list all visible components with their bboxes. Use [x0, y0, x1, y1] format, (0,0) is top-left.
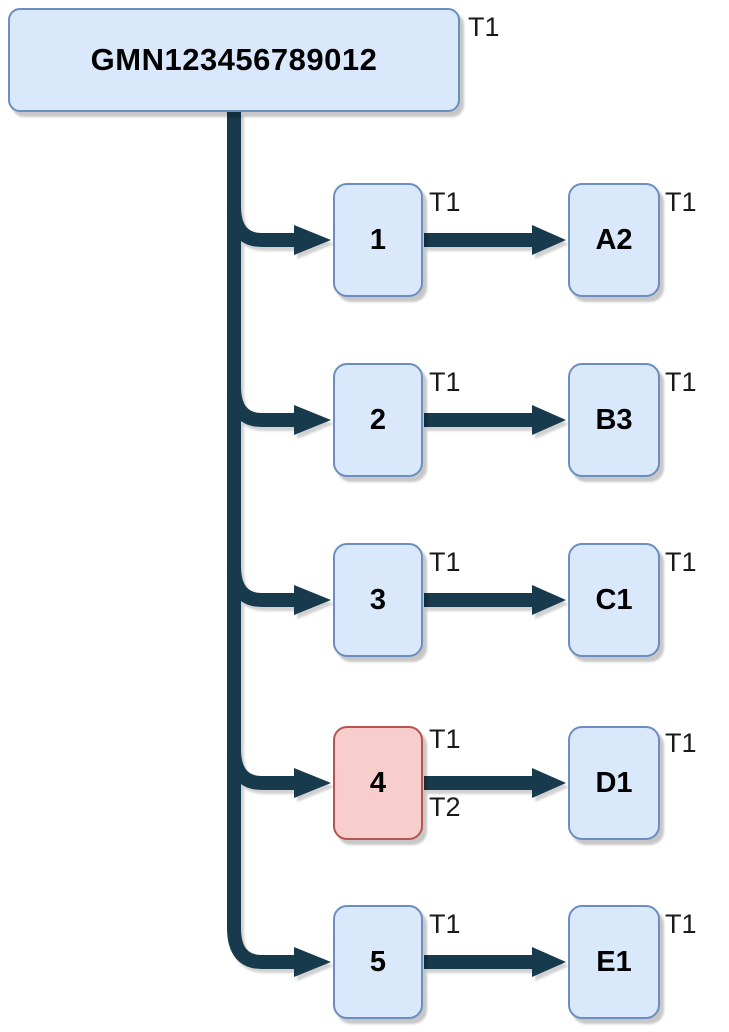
tag-node-4-t2: T2 [429, 792, 461, 822]
arrowhead-row-5-right [532, 947, 566, 977]
node-1[interactable]: 1 [333, 183, 423, 297]
arrowhead-row-1-right [532, 225, 566, 255]
arrowhead-row-2-right [532, 405, 566, 435]
arrowhead-row-4-right [532, 768, 566, 798]
node-3[interactable]: 3 [333, 543, 423, 657]
tag-node-e1: T1 [665, 909, 697, 939]
node-5-label: 5 [369, 945, 387, 978]
arrowhead-row-4-left [294, 768, 331, 798]
root-tag: T1 [468, 12, 500, 42]
node-5[interactable]: 5 [333, 905, 423, 1019]
node-2-label: 2 [369, 403, 387, 436]
node-e1-label: E1 [596, 945, 632, 978]
tag-node-1: T1 [429, 187, 461, 217]
root-node-label: GMN123456789012 [90, 42, 378, 77]
elbow-row-1 [227, 205, 296, 247]
node-b3[interactable]: B3 [568, 363, 660, 477]
node-c1[interactable]: C1 [568, 543, 660, 657]
tag-node-5: T1 [429, 909, 461, 939]
tag-node-2: T1 [429, 367, 461, 397]
node-3-label: 3 [369, 583, 387, 616]
node-a2[interactable]: A2 [568, 183, 660, 297]
tag-node-a2: T1 [665, 187, 697, 217]
arrowhead-row-2-left [294, 405, 331, 435]
tag-node-b3: T1 [665, 367, 697, 397]
tag-node-c1: T1 [665, 547, 697, 577]
tag-node-4-t1: T1 [429, 724, 461, 754]
node-4[interactable]: 4 [333, 726, 423, 840]
tag-node-d1: T1 [665, 728, 697, 758]
elbow-row-4 [227, 748, 296, 790]
node-1-label: 1 [369, 223, 387, 256]
root-node[interactable]: GMN123456789012 [8, 8, 460, 112]
node-a2-label: A2 [595, 223, 633, 256]
node-d1-label: D1 [595, 766, 633, 799]
node-b3-label: B3 [595, 403, 633, 436]
arrowhead-row-3-left [294, 585, 331, 615]
arrowhead-row-3-right [532, 585, 566, 615]
node-e1[interactable]: E1 [568, 905, 660, 1019]
node-d1[interactable]: D1 [568, 726, 660, 840]
node-c1-label: C1 [595, 583, 633, 616]
node-2[interactable]: 2 [333, 363, 423, 477]
arrowhead-row-5-left [294, 947, 331, 977]
node-4-label: 4 [369, 766, 387, 799]
elbow-row-2 [227, 385, 296, 427]
elbow-row-3 [227, 565, 296, 607]
tag-node-3: T1 [429, 547, 461, 577]
arrowhead-row-1-left [294, 225, 331, 255]
elbow-row-5 [227, 927, 296, 969]
